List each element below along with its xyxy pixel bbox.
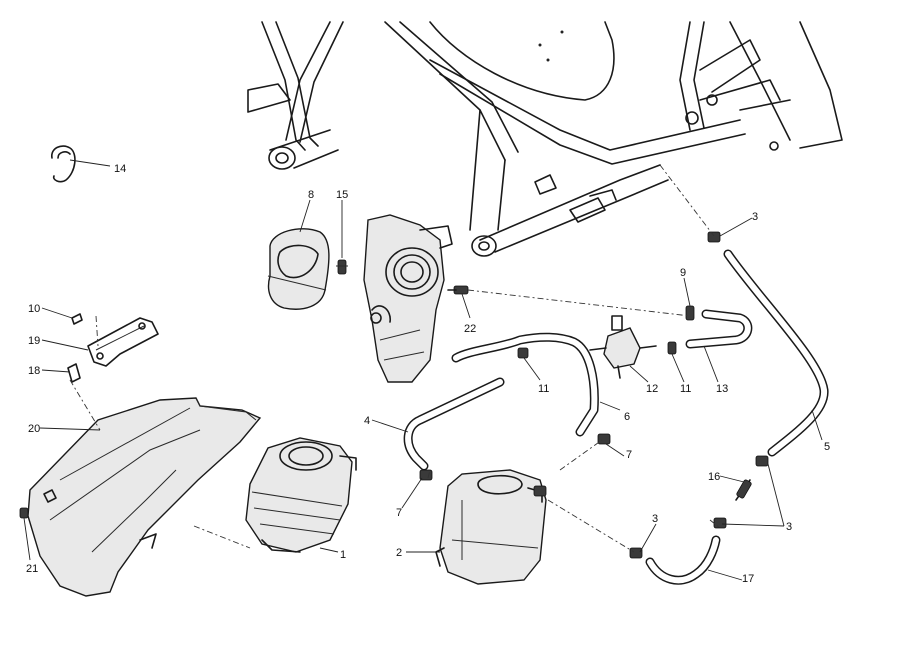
callout-15: 15 xyxy=(336,189,348,201)
callout-18: 18 xyxy=(28,365,40,377)
callout-2: 2 xyxy=(396,547,402,559)
throttle-body xyxy=(363,214,453,383)
callout-16: 16 xyxy=(708,471,720,483)
part-14-clip xyxy=(51,145,76,183)
hoses xyxy=(403,249,829,585)
callout-20: 20 xyxy=(28,423,40,435)
callout-11: 11 xyxy=(538,383,549,395)
callout-7: 7 xyxy=(626,449,632,461)
hose-clamps xyxy=(419,231,769,559)
callout-11: 11 xyxy=(680,383,691,395)
callout-14: 14 xyxy=(114,163,126,175)
callout-3: 3 xyxy=(786,521,792,533)
callout-22: 22 xyxy=(464,323,476,335)
part-12-valve xyxy=(589,315,657,379)
callout-8: 8 xyxy=(308,189,314,201)
callout-12: 12 xyxy=(646,383,658,395)
callout-17: 17 xyxy=(742,573,754,585)
part-19-bracket xyxy=(67,313,159,383)
callout-10: 10 xyxy=(28,303,40,315)
callout-19: 19 xyxy=(28,335,40,347)
part-8-cover xyxy=(267,228,330,310)
callout-9: 9 xyxy=(680,267,686,279)
callout-5: 5 xyxy=(824,441,830,453)
part-1-airbox xyxy=(245,437,357,553)
callout-13: 13 xyxy=(716,383,728,395)
alignment-lines xyxy=(69,164,721,553)
part-22-sensor xyxy=(447,285,469,295)
callout-3: 3 xyxy=(652,513,658,525)
callout-3: 3 xyxy=(752,211,758,223)
callout-4: 4 xyxy=(364,415,370,427)
callout-6: 6 xyxy=(624,411,630,423)
callout-1: 1 xyxy=(340,549,346,561)
part-2-canister xyxy=(435,469,547,585)
frame-assembly xyxy=(247,21,843,257)
callout-21: 21 xyxy=(26,563,38,575)
part-21-screw xyxy=(19,507,29,519)
part-15-screw xyxy=(336,259,348,275)
callout-7: 7 xyxy=(396,507,402,519)
leader-lines xyxy=(23,159,823,581)
callout-numbers: 14 8 15 3 9 10 19 18 22 11 12 11 13 20 4… xyxy=(26,163,830,585)
part-20-fairing xyxy=(27,397,262,597)
